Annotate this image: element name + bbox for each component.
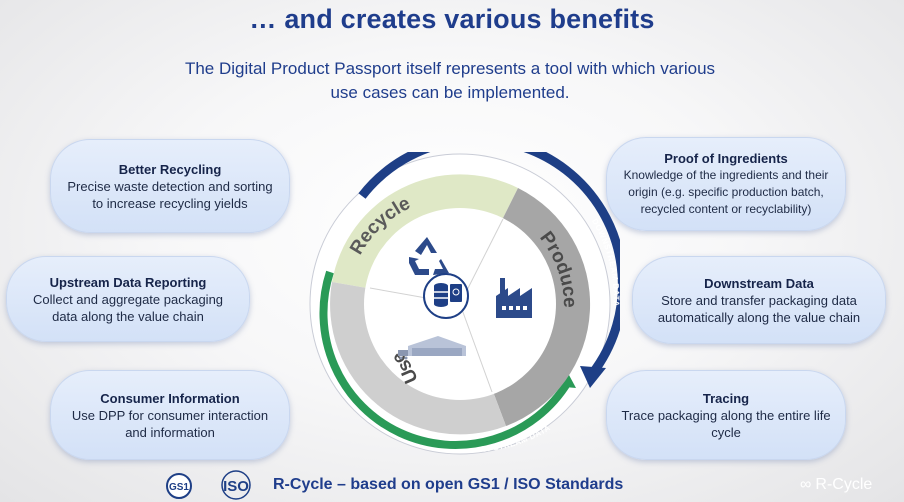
card-body: Use DPP for consumer interaction and inf…	[71, 407, 269, 440]
card-consumer-information: Consumer Information Use DPP for consume…	[50, 370, 290, 460]
page-subtitle: The Digital Product Passport itself repr…	[140, 57, 760, 105]
card-heading: Tracing	[702, 390, 750, 406]
card-body: Collect and aggregate packaging data alo…	[32, 291, 224, 324]
card-heading: Better Recycling	[118, 161, 222, 177]
card-downstream-data: Downstream Data Store and transfer packa…	[632, 256, 886, 344]
card-heading: Upstream Data Reporting	[49, 274, 207, 290]
card-tracing: Tracing Trace packaging along the entire…	[606, 370, 846, 460]
downstream-arrowhead	[580, 366, 606, 388]
card-heading: Proof of Ingredients	[664, 151, 788, 166]
card-heading: Downstream Data	[704, 275, 814, 291]
footer-text: R-Cycle – based on open GS1 / ISO Standa…	[273, 476, 624, 493]
store-icon	[398, 336, 466, 360]
card-better-recycling: Better Recycling Precise waste detection…	[50, 139, 290, 233]
card-upstream-data-reporting: Upstream Data Reporting Collect and aggr…	[6, 256, 250, 342]
card-body: Trace packaging along the entire life cy…	[621, 407, 831, 440]
r-cycle-brand: ∞ R-Cycle	[800, 476, 872, 494]
card-proof-of-ingredients: Proof of Ingredients Knowledge of the in…	[606, 137, 846, 231]
upstream-arc	[319, 270, 572, 449]
page-title: … and creates various benefits	[249, 4, 655, 34]
subtitle-line-1: The Digital Product Passport itself repr…	[184, 59, 716, 78]
card-body: Knowledge of the ingredients and their o…	[623, 168, 829, 216]
brand-label: R-Cycle	[815, 476, 873, 493]
gs1-logo: GS1	[166, 473, 192, 499]
card-body: Store and transfer packaging data automa…	[657, 292, 861, 325]
passport-database-icon	[423, 273, 469, 319]
card-heading: Consumer Information	[100, 390, 240, 406]
subtitle-line-2: use cases can be implemented.	[330, 83, 570, 102]
recycle-icon	[409, 237, 449, 275]
card-body: Precise waste detection and sorting to i…	[67, 178, 273, 211]
factory-icon	[496, 278, 532, 318]
svg-text:GS1: GS1	[169, 482, 189, 493]
iso-logo: ISO	[221, 470, 251, 500]
downstream-arc	[358, 152, 620, 377]
svg-text:ISO: ISO	[223, 478, 249, 495]
infinity-icon: ∞	[800, 476, 812, 493]
lifecycle-diagram: Recycle Produce Use DOWNSTREAM DATA UPST…	[309, 152, 620, 455]
